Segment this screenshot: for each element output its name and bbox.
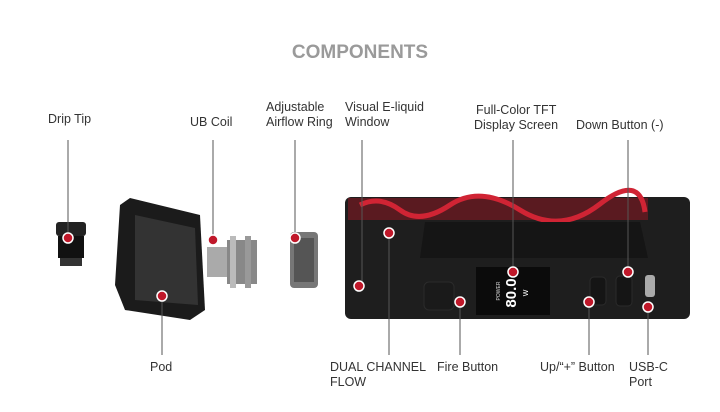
label-tft-1: Full-Color TFT bbox=[476, 103, 557, 117]
label-window-2: Window bbox=[345, 115, 390, 129]
ub-coil bbox=[207, 236, 257, 288]
label-up-button: Up/“+” Button bbox=[540, 360, 615, 374]
label-usbc-1: USB-C bbox=[629, 360, 668, 374]
label-usbc-2: Port bbox=[629, 375, 652, 389]
screen-unit: W bbox=[523, 289, 530, 296]
drip-tip bbox=[56, 222, 86, 266]
mod-body bbox=[345, 187, 690, 319]
page-title: COMPONENTS bbox=[291, 42, 429, 63]
label-window-1: Visual E-liquid bbox=[345, 100, 424, 114]
screen-value: 80.0 bbox=[503, 278, 520, 307]
airflow-ring bbox=[290, 232, 318, 288]
label-dual-1: DUAL CHANNEL bbox=[330, 360, 427, 374]
label-pod: Pod bbox=[150, 360, 173, 374]
pod bbox=[115, 198, 205, 320]
label-airflow-ring-1: Adjustable bbox=[266, 100, 325, 114]
label-down-button: Down Button (-) bbox=[576, 118, 664, 132]
label-fire-button: Fire Button bbox=[437, 360, 499, 374]
tft-screen: 80.0 W POWER bbox=[496, 278, 530, 307]
label-dual-2: FLOW bbox=[330, 375, 367, 389]
leader-lines bbox=[67, 140, 649, 355]
label-ub-coil: UB Coil bbox=[190, 115, 233, 129]
callout-dots bbox=[62, 227, 654, 313]
screen-mode: POWER bbox=[496, 281, 502, 300]
label-airflow-ring-2: Airflow Ring bbox=[266, 115, 333, 129]
label-drip-tip: Drip Tip bbox=[48, 112, 92, 126]
label-tft-2: Display Screen bbox=[474, 118, 559, 132]
